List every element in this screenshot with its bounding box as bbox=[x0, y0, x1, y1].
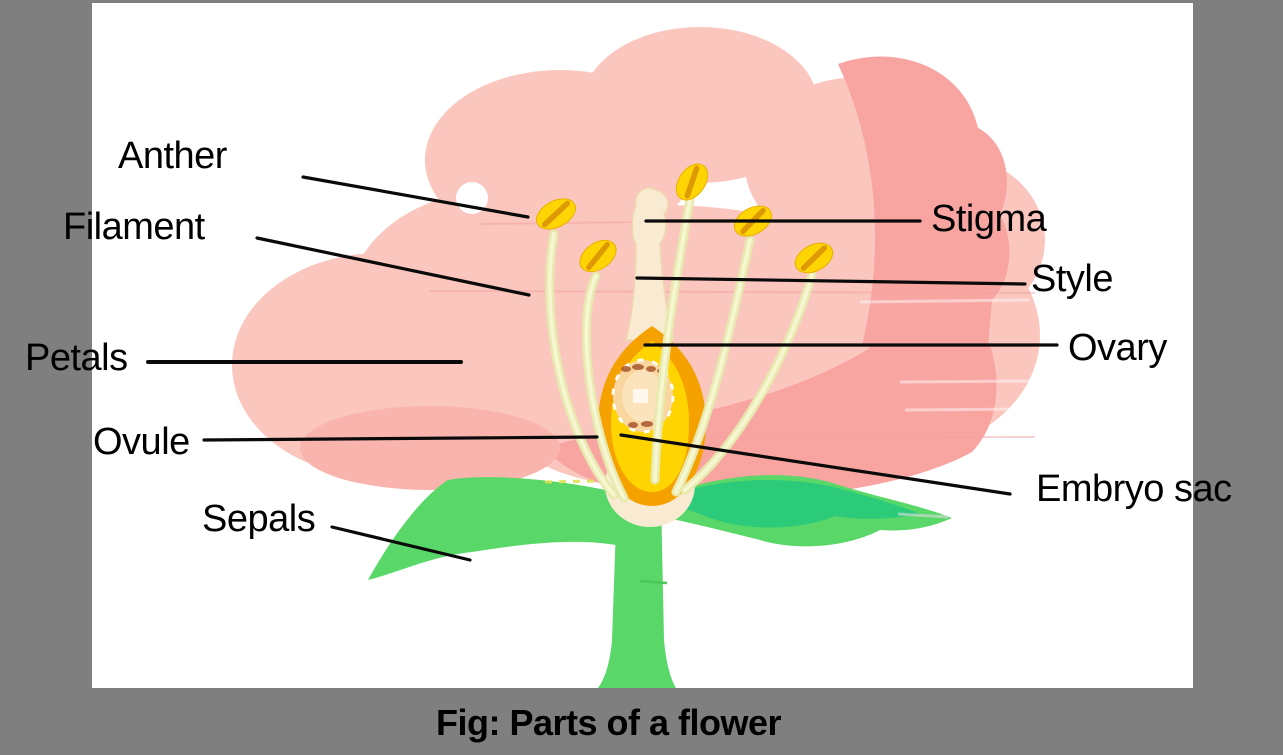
label-ovule: Ovule bbox=[93, 421, 190, 463]
label-ovary: Ovary bbox=[1068, 327, 1167, 369]
label-style: Style bbox=[1031, 258, 1113, 300]
diagram-area bbox=[92, 3, 1193, 688]
figure-caption: Fig: Parts of a flower bbox=[436, 702, 782, 743]
label-filament: Filament bbox=[63, 206, 205, 248]
label-stigma: Stigma bbox=[931, 198, 1047, 240]
label-anther: Anther bbox=[118, 135, 227, 177]
label-sepals: Sepals bbox=[202, 498, 316, 540]
label-embryo-sac: Embryo sac bbox=[1036, 468, 1232, 510]
label-petals: Petals bbox=[25, 337, 128, 379]
